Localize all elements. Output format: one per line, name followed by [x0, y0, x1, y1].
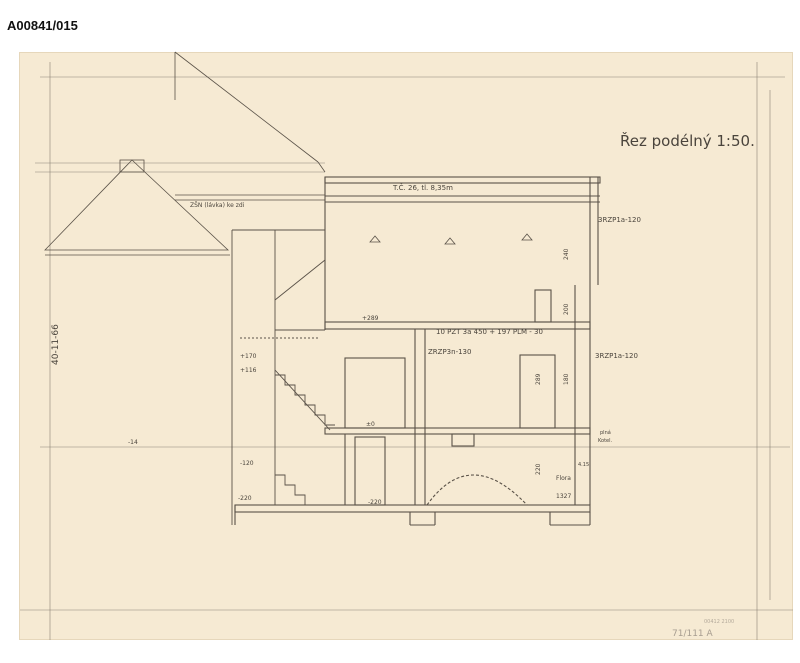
height-3: 220 — [535, 463, 542, 475]
level-5: -120 — [240, 460, 254, 467]
archive-id-label: A00841/015 — [7, 18, 78, 33]
wall-code-2: 3RZP1a-120 — [595, 352, 638, 360]
wall-code-1: 3RZP1a-120 — [598, 216, 641, 224]
level-7: -220 — [368, 499, 382, 506]
room-note-1: Flora — [556, 475, 571, 482]
level-6: -220 — [238, 495, 252, 502]
roof-note: T.Č. 26, tl. 8,35m — [392, 183, 453, 192]
wall-code-3: ZRZP3n-130 — [428, 348, 471, 356]
pencil-note: 71/111 A — [672, 629, 714, 639]
level-8: -14 — [128, 439, 138, 446]
neighbour-roof — [44, 51, 326, 256]
level-2: +170 — [240, 353, 257, 360]
corner-stamp: 00412 2100 — [704, 619, 734, 625]
drawing-title: Řez podélný 1:50. — [620, 131, 755, 150]
room-note-5: 4.15 — [578, 462, 589, 468]
height-1: 240 — [563, 248, 570, 260]
building-section — [234, 176, 601, 526]
floor-slab-note: 10 PZT 3a 450 + 197 PLM - 30 — [436, 328, 543, 336]
height-4: 180 — [563, 373, 570, 385]
level-1: +289 — [362, 315, 379, 322]
paper-sheet — [19, 52, 793, 640]
room-note-4: 1327 — [556, 493, 571, 500]
margin-code: 40-11-66 — [51, 324, 61, 365]
height-5: 200 — [563, 303, 570, 315]
ceiling-lamps — [369, 233, 533, 245]
height-2: 289 — [535, 373, 542, 385]
level-3: +116 — [240, 367, 257, 374]
stair-section — [231, 229, 335, 525]
room-note-2: Kotel. — [598, 438, 613, 444]
level-4: ±0 — [366, 421, 375, 428]
room-note-3: plná — [600, 429, 611, 436]
attic-note: ZŠN (lávka) ke zdi — [190, 202, 245, 209]
